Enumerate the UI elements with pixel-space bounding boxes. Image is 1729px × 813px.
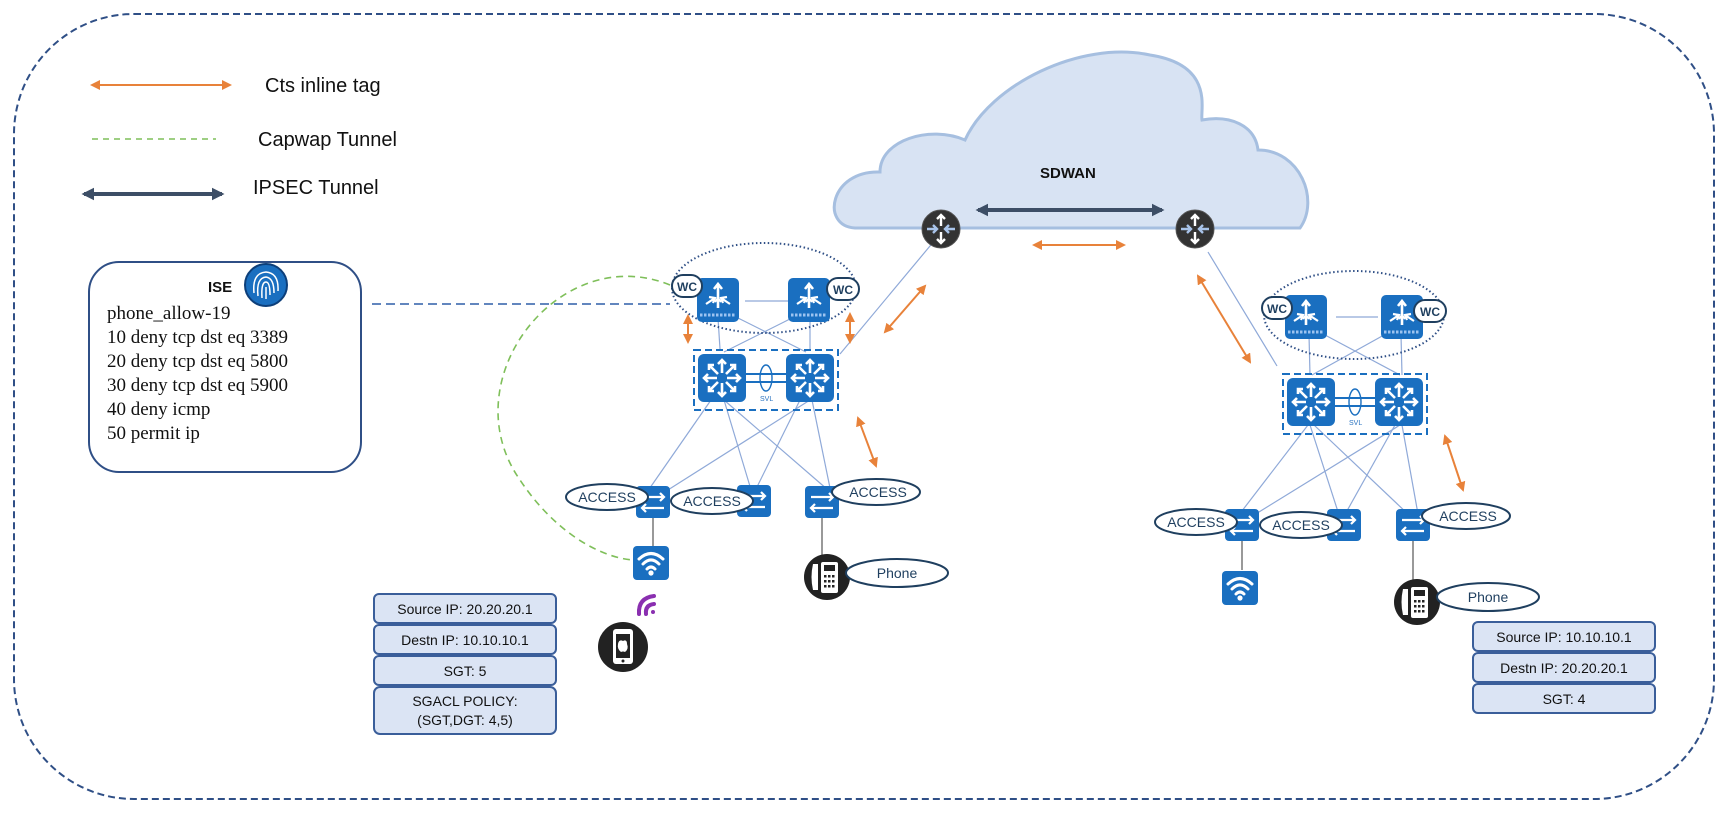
svg-text:ACCESS: ACCESS [1167, 514, 1225, 530]
packet-source-ip: Source IP: 10.10.10.1 [1496, 629, 1632, 645]
ise-policy-name: phone_allow-19 [107, 303, 230, 324]
svg-text:SVL: SVL [760, 396, 773, 403]
packet-sgacl-policy-value: (SGT,DGT: 4,5) [417, 712, 513, 728]
legend-ipsec-label: IPSEC Tunnel [253, 177, 379, 199]
left-access-device-links [652, 518, 823, 556]
ise-rule: 40 deny icmp [107, 399, 210, 420]
right-access-device-links [1241, 540, 1414, 580]
iphone-client-icon [598, 622, 648, 672]
ise-rule: 30 deny tcp dst eq 5900 [107, 375, 288, 396]
sdwan-label: SDWAN [1040, 165, 1096, 182]
right-wlc-1 [1283, 293, 1329, 341]
svg-text:WC: WC [1420, 305, 1440, 319]
legend-capwap-label: Capwap Tunnel [258, 129, 397, 151]
right-core-switch-2 [1373, 376, 1425, 428]
svg-text:WC: WC [833, 283, 853, 297]
right-wc-badge-2: WC [1413, 299, 1447, 323]
left-access-label-2: ACCESS [670, 487, 754, 515]
right-site-links [1207, 251, 1419, 521]
ise-title: ISE [208, 279, 232, 296]
left-access-label-3: ACCESS [831, 478, 921, 506]
svg-text:Phone: Phone [877, 565, 918, 581]
packet-destn-ip: Destn IP: 20.20.20.1 [1500, 660, 1628, 676]
right-packet-header: Source IP: 10.10.10.1 Destn IP: 20.20.20… [1472, 621, 1656, 714]
svg-text:ACCESS: ACCESS [849, 484, 907, 500]
left-packet-header: Source IP: 20.20.20.1 Destn IP: 10.10.10… [373, 593, 557, 735]
right-access-label-3: ACCESS [1421, 502, 1511, 530]
svg-text:ACCESS: ACCESS [683, 493, 741, 509]
packet-sgt: SGT: 5 [444, 663, 487, 679]
fingerprint-icon [244, 263, 288, 307]
right-core-switch-1 [1285, 376, 1337, 428]
capwap-tunnel [497, 275, 671, 561]
right-wc-badge-1: WC [1261, 296, 1293, 320]
right-core-stack [1282, 373, 1428, 435]
right-phone-label: Phone [1436, 582, 1540, 612]
legend-cts-label: Cts inline tag [265, 75, 381, 97]
left-core-switch-1 [696, 352, 748, 404]
left-wc-badge-2: WC [826, 277, 860, 301]
cts-arrow [1442, 434, 1466, 492]
ise-rule: 10 deny tcp dst eq 3389 [107, 327, 288, 348]
legend-item-ipsec: IPSEC Tunnel [81, 177, 379, 201]
right-access-label-2: ACCESS [1259, 511, 1343, 539]
svg-text:SVL: SVL [1349, 420, 1362, 427]
right-svl-link: SVL [1335, 388, 1375, 427]
right-wifi-ap [1220, 569, 1260, 607]
legend-item-capwap: Capwap Tunnel [92, 129, 397, 151]
cts-arrow [856, 416, 878, 468]
svg-text:ACCESS: ACCESS [578, 489, 636, 505]
left-wifi-ap [631, 544, 671, 582]
left-svl-link: SVL [746, 364, 786, 403]
svg-text:ACCESS: ACCESS [1272, 517, 1330, 533]
ise-rule: 20 deny tcp dst eq 5800 [107, 351, 288, 372]
left-core-stack [693, 349, 839, 411]
svg-text:Phone: Phone [1468, 589, 1509, 605]
left-ip-phone [804, 554, 850, 600]
cts-arrow [1196, 274, 1252, 364]
svg-text:WC: WC [1267, 302, 1287, 316]
sdwan-cloud: SDWAN [832, 50, 1310, 230]
left-site-links [644, 239, 936, 496]
legend: Cts inline tag Capwap Tunnel IPSEC Tunne… [81, 75, 397, 201]
outer-boundary [13, 13, 1715, 800]
sdwan-router-left [920, 208, 962, 250]
left-wlc-1 [695, 276, 741, 324]
packet-destn-ip: Destn IP: 10.10.10.1 [401, 632, 529, 648]
left-wlc-2 [786, 276, 832, 324]
legend-item-cts: Cts inline tag [90, 75, 381, 97]
left-wc-badge-1: WC [671, 274, 703, 298]
svg-text:WC: WC [677, 280, 697, 294]
left-phone-label: Phone [845, 558, 949, 588]
packet-source-ip: Source IP: 20.20.20.1 [397, 601, 533, 617]
packet-sgacl-policy-title: SGACL POLICY: [412, 693, 517, 709]
ise-rule: 50 permit ip [107, 423, 200, 444]
wireless-signal-icon [636, 594, 656, 616]
right-access-label-1: ACCESS [1154, 508, 1238, 536]
left-core-switch-2 [784, 352, 836, 404]
svg-text:ACCESS: ACCESS [1439, 508, 1497, 524]
right-ip-phone [1394, 579, 1440, 625]
cts-arrow [883, 284, 927, 334]
left-access-label-1: ACCESS [565, 483, 649, 511]
sdwan-router-right [1174, 208, 1216, 250]
packet-sgt: SGT: 4 [1543, 691, 1586, 707]
ise-policy-box: ISE phone_allow-19 10 deny tcp dst eq 33… [88, 261, 362, 473]
